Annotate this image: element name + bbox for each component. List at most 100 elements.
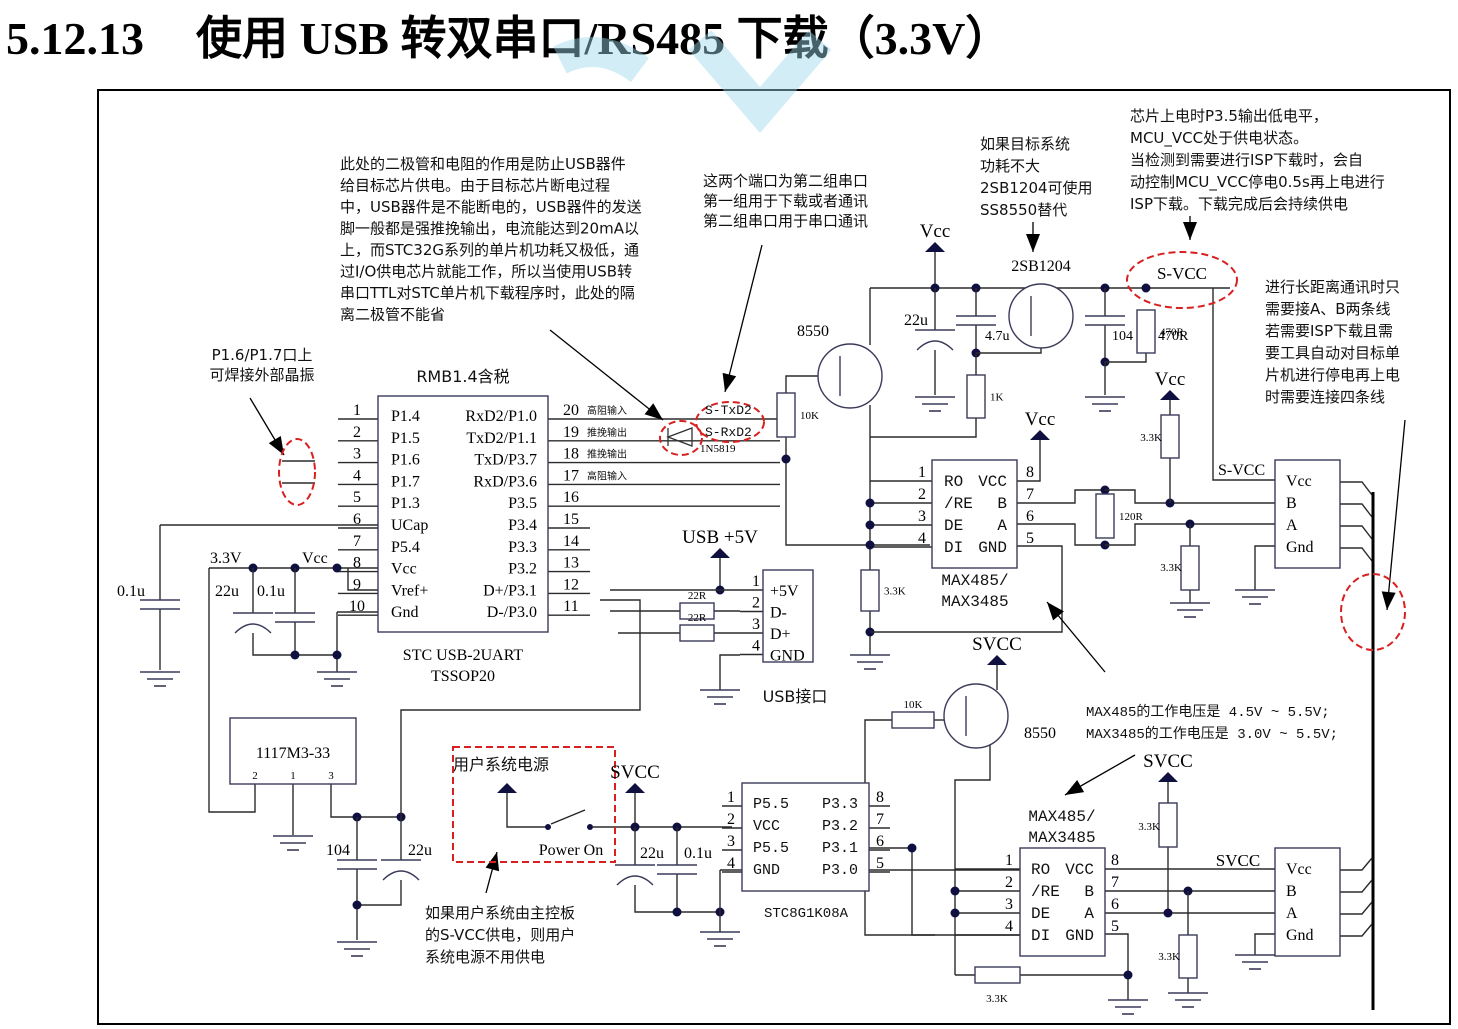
pin-name: Gnd: [391, 604, 419, 621]
resistor: [974, 966, 1021, 984]
pin-number: 15: [563, 511, 579, 528]
s-vcc-label: S-VCC: [1218, 462, 1265, 479]
s-vcc-highlight: [1126, 251, 1238, 309]
power-arrow-icon: [987, 655, 1007, 665]
chip-label: MAX485/: [1028, 808, 1095, 826]
regulator-pin: 1: [290, 770, 296, 782]
pin-name: P3.3: [822, 796, 858, 813]
transistor-body: [943, 683, 1009, 749]
pin-number: 3: [727, 833, 735, 850]
pin-number: 2: [918, 486, 926, 503]
long-distance-note: 片机进行停电再上电: [1265, 366, 1400, 384]
pin-name: DE: [1031, 905, 1050, 923]
user-power-box: [452, 746, 616, 863]
user-power-note: 系统电源不用供电: [425, 948, 545, 966]
wire: [347, 568, 378, 591]
port-note: 第二组串口用于串口通讯: [703, 212, 868, 230]
cap-label: 22u: [640, 845, 664, 862]
pin-number: 3: [353, 446, 361, 463]
pin-name: Vref+: [391, 582, 428, 599]
pin-number: 3: [1005, 896, 1013, 913]
wire: [1017, 523, 1105, 546]
junction-dot: [1163, 908, 1173, 918]
cap-label: 104: [1112, 329, 1133, 344]
pin-name: DE: [944, 517, 963, 535]
components: [140, 242, 1406, 1015]
resistor: [1136, 309, 1156, 354]
wire: [1340, 525, 1373, 540]
pin-mode-note: 高阻输入: [587, 469, 627, 482]
pin-name: DI: [944, 539, 963, 557]
resistor-value: 470R: [1160, 327, 1185, 339]
pin-name: P3.2: [822, 818, 858, 835]
usb-connector: [762, 569, 814, 663]
transistor-8550-icon: [817, 343, 883, 409]
cap-label: 22u: [904, 312, 928, 329]
wire: [785, 437, 930, 546]
crystal-note: 可焊接外部晶振: [209, 366, 314, 384]
chip-label: STC8G1K08A: [764, 906, 849, 922]
pin-number: 8: [353, 555, 361, 572]
pin-name: RxD/P3.6: [473, 473, 537, 490]
vcc-label: Vcc: [1155, 369, 1186, 390]
usb-port-label: USB接口: [763, 687, 828, 706]
chip-label: MAX485/: [941, 572, 1008, 590]
pin-number: 7: [353, 533, 361, 550]
junction-dot: [950, 908, 960, 918]
electrolytic-capacitor-curve: [616, 875, 654, 886]
wire: [1017, 440, 1041, 482]
vcc-label: Vcc: [920, 221, 951, 242]
pin-number: 4: [353, 467, 361, 484]
wire: [1340, 901, 1373, 915]
pin-number: 2: [727, 811, 735, 828]
pin-name: TxD2/P1.1: [466, 430, 537, 447]
pin-mode-note: 高阻输入: [587, 404, 627, 417]
cap-label: 104: [326, 842, 350, 859]
electrolytic-capacitor-curve: [234, 623, 272, 634]
max-voltage-note: MAX3485的工作电压是 3.0V ~ 5.5V;: [1086, 726, 1338, 743]
long-distance-note: 需要接A、B两条线: [1265, 300, 1391, 318]
pin-number: 16: [563, 489, 579, 506]
pin-number: 1: [353, 402, 361, 419]
wire: [870, 545, 1063, 633]
pin-name: P5.5: [753, 840, 789, 857]
pin-name: TxD/P3.7: [474, 452, 537, 469]
wire: [719, 654, 740, 690]
ground-icon: [140, 671, 180, 687]
power-arrow-icon: [925, 242, 945, 252]
pin-name: B: [1286, 495, 1297, 512]
switch-icon: [550, 809, 586, 825]
port-note: 第一组用于下载或者通讯: [703, 192, 868, 210]
cap-label: 0.1u: [117, 583, 145, 600]
pin-number: 5: [1026, 530, 1034, 547]
pin-name: P3.0: [822, 862, 858, 879]
ground-icon: [273, 835, 313, 851]
max485-bottom-chip: [1019, 847, 1106, 957]
pin-number: 6: [353, 511, 361, 528]
transistor-label: 8550: [1024, 725, 1056, 742]
ground-icon: [1108, 999, 1148, 1015]
watermark: [553, 30, 832, 134]
pin-name: P1.6: [391, 452, 420, 469]
annotation-arrow: [724, 244, 763, 393]
pin-name: P3.5: [508, 495, 537, 512]
user-power-note: 的S-VCC供电，则用户: [425, 926, 575, 944]
pin-number: 7: [1111, 874, 1119, 891]
pin-name: GND: [770, 648, 805, 665]
section-title: 使用 USB 转双串口/RS485 下载（3.3V）: [196, 13, 1012, 64]
junction-dot: [332, 563, 342, 573]
pin-number: 6: [1026, 508, 1034, 525]
pin-number: 3: [752, 616, 760, 633]
s-vcc-label: S-VCC: [1157, 264, 1207, 283]
diode-note: 脚一般都是强推挽输出，电流能达到20mA以: [340, 220, 639, 238]
s-rxd2-label: S-RxD2: [705, 425, 752, 440]
diode-note: 离二极管不能省: [340, 306, 445, 324]
user-power-label: 用户系统电源: [453, 755, 549, 774]
pin-name: A: [1286, 905, 1298, 922]
svcc-label: SVCC: [972, 634, 1022, 655]
rs485-connector-bottom: [1274, 847, 1341, 957]
resistor-value: 3.3K: [884, 586, 906, 598]
pin-number: 4: [918, 530, 926, 547]
